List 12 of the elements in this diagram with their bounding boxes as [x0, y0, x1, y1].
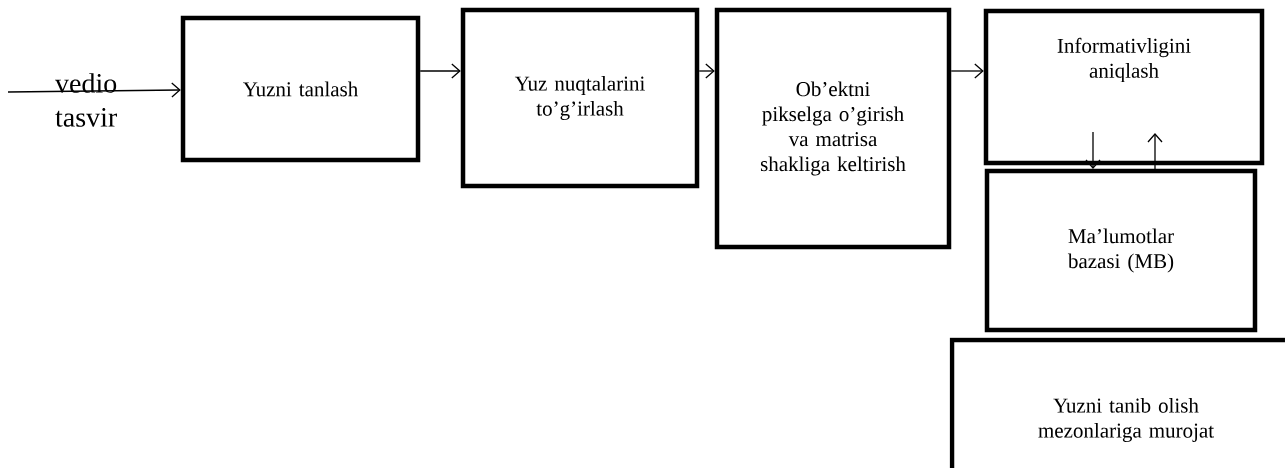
- arrow: [1147, 133, 1163, 170]
- process-box: Informativligini aniqlash: [983, 8, 1265, 166]
- arrow: [7, 82, 181, 98]
- arrow: [1085, 131, 1101, 169]
- process-box: Yuz nuqtalarini to’g’irlash: [460, 7, 700, 189]
- process-box: Ma’lumotlar bazasi (MB): [984, 168, 1258, 333]
- input-label: vedio tasvir: [55, 73, 117, 127]
- process-box: Ob’ektni pikselga o’girish va matrisa shakliga keltirish: [714, 7, 952, 250]
- arrow: [419, 63, 461, 79]
- arrow: [950, 63, 984, 79]
- process-box: Yuzni tanlash: [180, 15, 421, 163]
- process-box: Yuzni tanib olish mezonlariga murojat: [949, 337, 1285, 468]
